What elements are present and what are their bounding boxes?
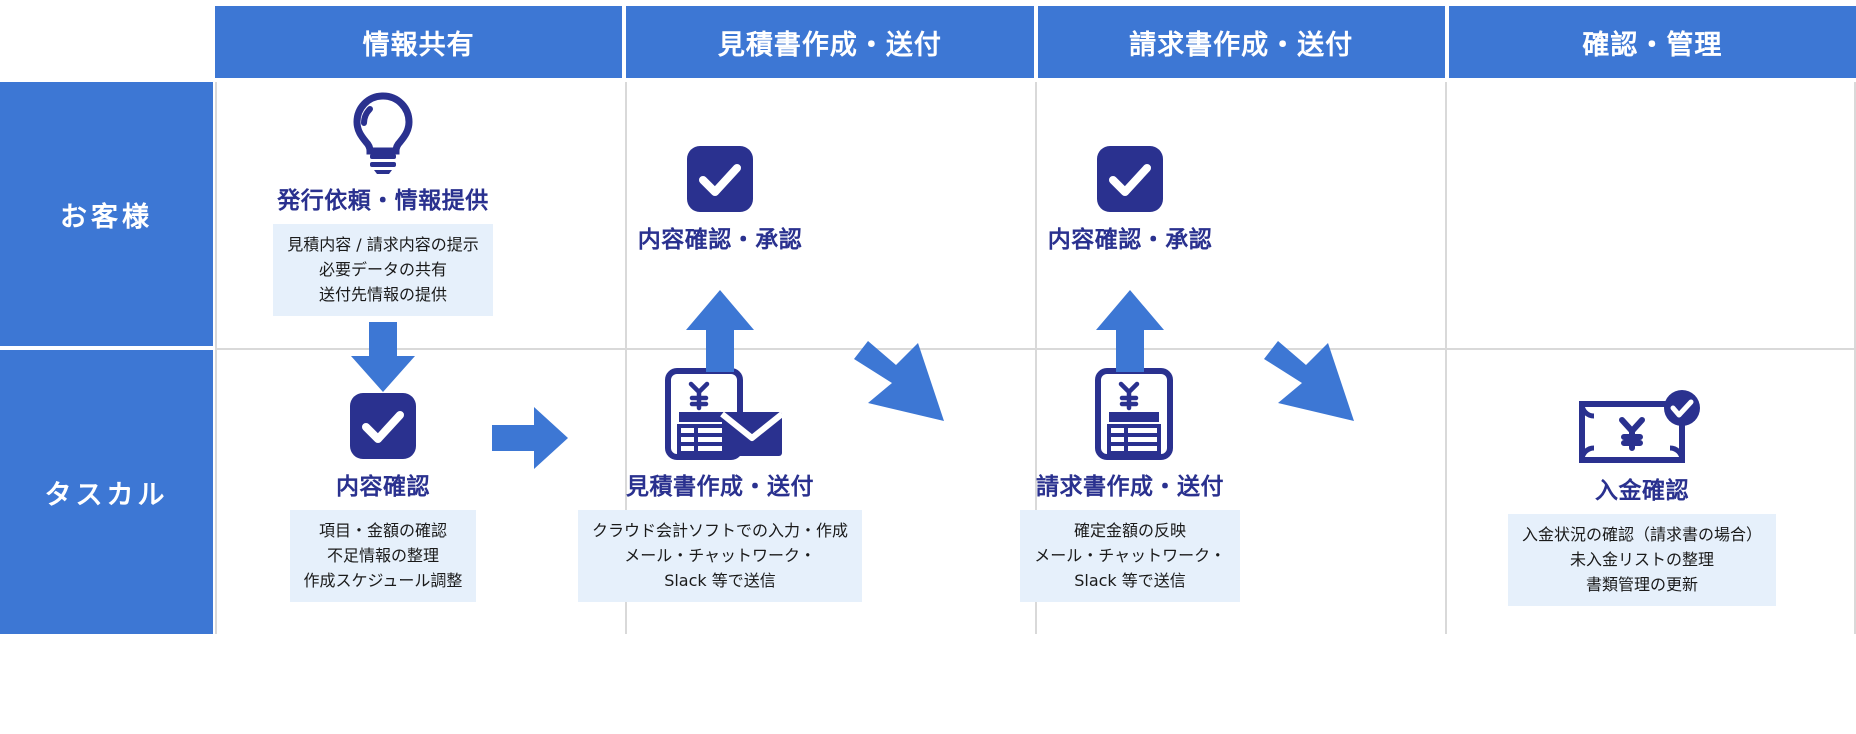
column-header-confirm-manage: 確認・管理	[1448, 6, 1856, 78]
column-header-quotation: 見積書作成・送付	[626, 6, 1034, 78]
cell-title: 入金確認	[1595, 478, 1689, 504]
cell-details: 入金状況の確認（請求書の場合） 未入金リストの整理 書類管理の更新	[1507, 514, 1776, 607]
row-label-text: タスカル	[44, 479, 169, 511]
cell-title: 内容確認・承認	[637, 227, 803, 253]
cell-customer-confirm-manage-empty	[1437, 145, 1847, 265]
column-header-row: 情報共有 見積書作成・送付 請求書作成・送付 確認・管理	[215, 6, 1856, 78]
cell-details: 項目・金額の確認 不足情報の整理 作成スケジュール調整	[289, 510, 477, 603]
cell-customer-quotation: 内容確認・承認	[515, 145, 925, 254]
arrow-right-col1-col2	[492, 405, 570, 475]
grid-vertical-divider	[215, 82, 217, 634]
arrow-up-col3	[1094, 288, 1166, 378]
cell-title: 内容確認・承認	[1047, 227, 1213, 253]
cell-title: 発行依頼・情報提供	[277, 188, 489, 214]
column-header-label: 情報共有	[362, 29, 475, 61]
cell-details: 見積内容 / 請求内容の提示 必要データの共有 送付先情報の提供	[273, 224, 493, 317]
check-square-icon	[1096, 145, 1164, 213]
grid-vertical-divider	[625, 82, 627, 634]
row-label-tascal: タスカル	[0, 350, 213, 634]
column-header-label: 見積書作成・送付	[717, 29, 942, 61]
banknote-check-icon	[1578, 390, 1706, 464]
column-header-invoice: 請求書作成・送付	[1037, 6, 1445, 78]
row-label-text: お客様	[60, 201, 153, 233]
cell-title: 内容確認	[336, 474, 430, 500]
cell-customer-invoice: 内容確認・承認	[925, 145, 1335, 254]
lightbulb-icon	[350, 92, 416, 174]
arrow-diagonal-col3-col4	[1258, 335, 1362, 437]
cell-tascal-quotation: 見積書作成・送付 クラウド会計ソフトでの入力・作成 メール・チャットワーク・ S…	[515, 368, 925, 603]
row-label-customer: お客様	[0, 82, 213, 346]
arrow-up-col2	[684, 288, 756, 378]
check-square-icon	[349, 392, 417, 460]
cell-details: 確定金額の反映 メール・チャットワーク・ Slack 等で送信	[1020, 510, 1240, 603]
column-header-label: 請求書作成・送付	[1129, 29, 1354, 61]
check-square-icon	[686, 145, 754, 213]
document-envelope-icon	[654, 368, 786, 460]
cell-tascal-confirm-manage: 入金確認 入金状況の確認（請求書の場合） 未入金リストの整理 書類管理の更新	[1437, 390, 1847, 607]
cell-title: 請求書作成・送付	[1036, 474, 1224, 500]
cell-title: 見積書作成・送付	[626, 474, 814, 500]
document-yen-icon	[1084, 368, 1176, 460]
grid-vertical-divider	[1035, 82, 1037, 634]
column-header-information-sharing: 情報共有	[215, 6, 623, 78]
grid-lines	[215, 82, 1856, 634]
arrow-down-col1	[347, 322, 419, 398]
cell-tascal-information-sharing: 内容確認 項目・金額の確認 不足情報の整理 作成スケジュール調整	[178, 392, 588, 603]
column-header-label: 確認・管理	[1582, 29, 1723, 61]
cell-details: クラウド会計ソフトでの入力・作成 メール・チャットワーク・ Slack 等で送信	[577, 510, 862, 603]
grid-vertical-divider	[1854, 82, 1856, 634]
grid-vertical-divider	[1445, 82, 1447, 634]
arrow-diagonal-col2-col3	[848, 335, 952, 437]
cell-customer-information-sharing: 発行依頼・情報提供 見積内容 / 請求内容の提示 必要データの共有 送付先情報の…	[178, 92, 588, 317]
